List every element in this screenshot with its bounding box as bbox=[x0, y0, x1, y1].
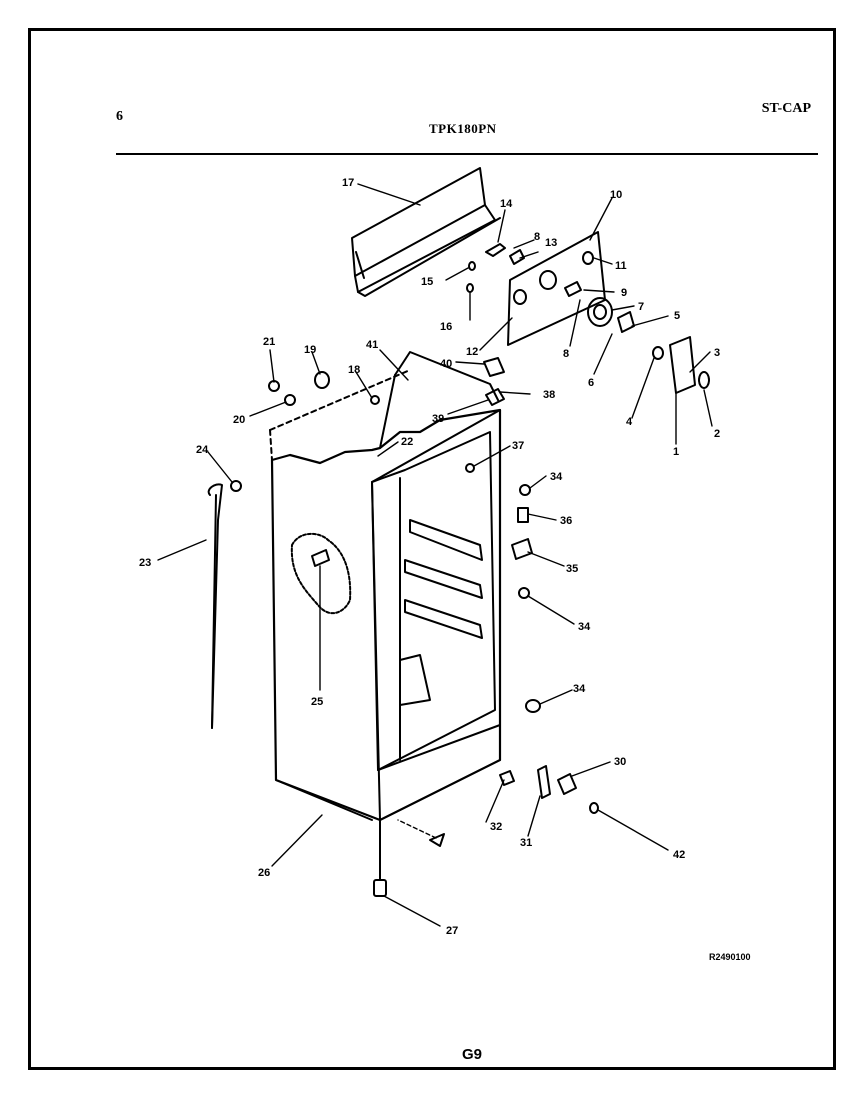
callout-27: 27 bbox=[446, 925, 458, 937]
callout-4: 4 bbox=[626, 416, 633, 428]
part-14-bracket bbox=[485, 243, 525, 265]
callout-21: 21 bbox=[263, 336, 275, 348]
callout-8: 8 bbox=[563, 348, 569, 360]
part-26-cabinet bbox=[269, 351, 502, 881]
callout-14: 14 bbox=[500, 198, 513, 210]
callout-12: 12 bbox=[466, 346, 478, 358]
callout-17: 17 bbox=[342, 177, 354, 189]
model-number: TPK180PN bbox=[429, 121, 497, 136]
callout-37: 37 bbox=[512, 440, 524, 452]
callout-1: 1 bbox=[673, 446, 679, 458]
callout-22: 22 bbox=[401, 436, 413, 448]
callout-19: 19 bbox=[304, 344, 316, 356]
callout-32: 32 bbox=[490, 821, 502, 833]
part-34-35-hardware bbox=[511, 484, 541, 713]
callout-20: 20 bbox=[233, 414, 245, 426]
leader-lines bbox=[157, 183, 713, 927]
part-17-trim-strip bbox=[351, 167, 501, 297]
diagram-sheet: 6 TPK180PN ST-CAP R2490100 G9 bbox=[28, 28, 836, 1070]
part-30-hinge bbox=[429, 765, 599, 847]
callout-13: 13 bbox=[545, 237, 557, 249]
callout-30: 30 bbox=[614, 756, 626, 768]
top-fasteners bbox=[268, 261, 505, 473]
callout-24: 24 bbox=[196, 444, 209, 456]
part-1-switch-housing bbox=[652, 336, 710, 394]
callout-5: 5 bbox=[674, 310, 680, 322]
callout-15: 15 bbox=[421, 276, 433, 288]
callout-8-top: 8 bbox=[534, 231, 540, 243]
callout-38: 38 bbox=[543, 389, 555, 401]
callout-34-b: 34 bbox=[578, 621, 591, 633]
callout-31: 31 bbox=[520, 837, 532, 849]
part-23-tube bbox=[207, 480, 242, 729]
callout-10: 10 bbox=[610, 189, 622, 201]
callout-42: 42 bbox=[673, 849, 685, 861]
header-rule bbox=[116, 153, 818, 155]
callout-34-a: 34 bbox=[550, 471, 563, 483]
series-code: ST-CAP bbox=[761, 101, 811, 116]
callout-16: 16 bbox=[440, 321, 452, 333]
part-27-leg bbox=[373, 879, 387, 897]
callout-36: 36 bbox=[560, 515, 572, 527]
callout-2: 2 bbox=[714, 428, 720, 440]
callout-18: 18 bbox=[348, 364, 360, 376]
callout-3: 3 bbox=[714, 347, 720, 359]
callout-34-c: 34 bbox=[573, 683, 586, 695]
callout-40: 40 bbox=[440, 358, 452, 370]
reference-code: R2490100 bbox=[709, 952, 751, 962]
callout-6: 6 bbox=[588, 377, 594, 389]
callout-25: 25 bbox=[311, 696, 323, 708]
callout-41: 41 bbox=[366, 339, 378, 351]
callout-9: 9 bbox=[621, 287, 627, 299]
callout-7: 7 bbox=[638, 301, 644, 313]
callout-11: 11 bbox=[615, 260, 627, 272]
page-number: 6 bbox=[116, 109, 123, 124]
callout-39: 39 bbox=[432, 413, 444, 425]
callout-26: 26 bbox=[258, 867, 270, 879]
callout-labels: 17 14 8 13 10 11 9 7 5 3 1 2 4 6 8 12 15… bbox=[139, 177, 720, 937]
page-code: G9 bbox=[462, 1046, 483, 1063]
part-7-thermostat bbox=[587, 297, 635, 333]
callout-35: 35 bbox=[566, 563, 578, 575]
callout-23: 23 bbox=[139, 557, 151, 569]
